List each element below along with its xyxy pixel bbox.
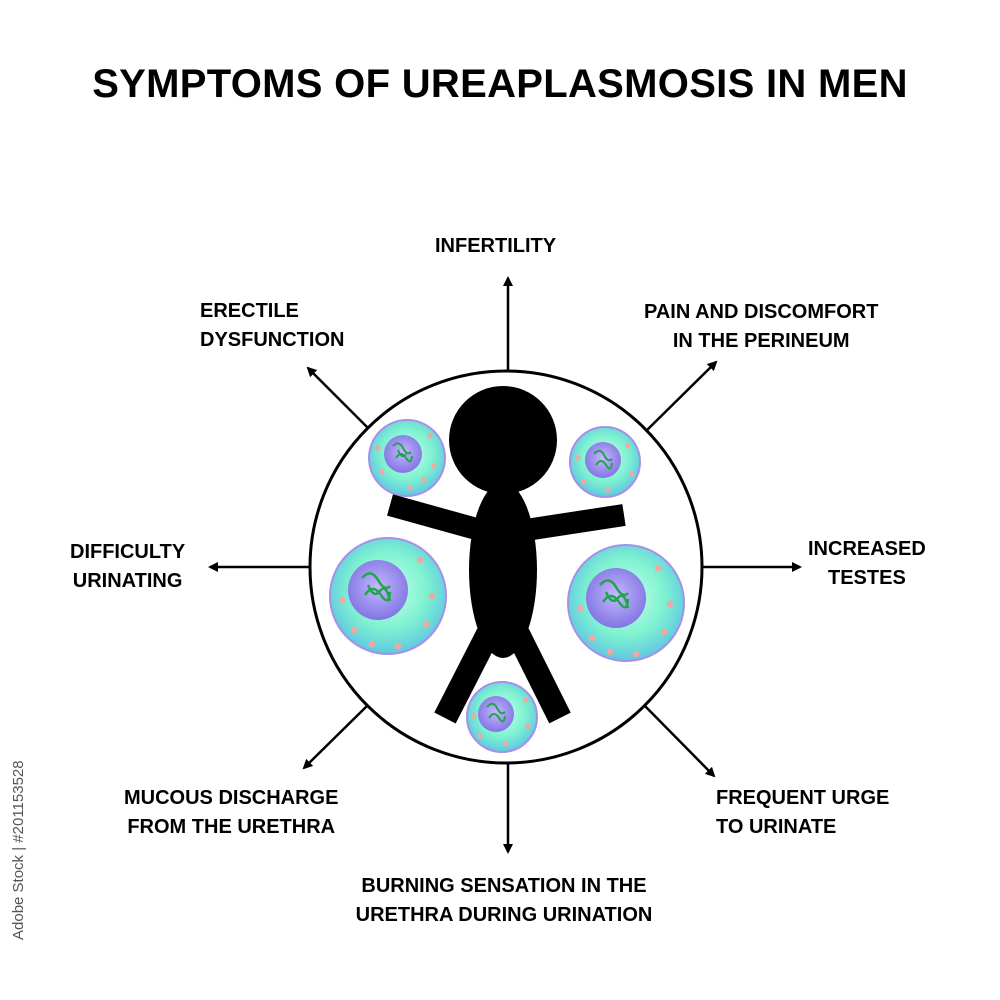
figure-head [449, 386, 557, 494]
symptom-burning-sensation: BURNING SENSATION IN THE URETHRA DURING … [355, 875, 653, 926]
arrow-top-right [643, 360, 718, 434]
symptom-frequent-urge: FREQUENT URGE TO URINATE [716, 787, 890, 838]
figure-right-arm [524, 504, 626, 541]
figure-left-leg [434, 624, 501, 724]
page-title: SYMPTOMS OF UREAPLASMOSIS IN MEN [92, 62, 908, 106]
cell-left [329, 537, 447, 655]
figure-right-leg [505, 624, 571, 724]
arrow-top-left [306, 366, 371, 431]
human-figure [387, 386, 626, 724]
stock-credit: Adobe Stock | #201153528 [10, 760, 27, 940]
arrows [208, 276, 802, 854]
symptom-infertility: INFERTILITY [435, 235, 557, 257]
cell-right [567, 544, 685, 662]
cell-top-right [569, 426, 641, 498]
arrow-bottom-right [643, 704, 716, 778]
arrow-bottom-left [302, 704, 369, 770]
cell-bottom [466, 681, 538, 753]
symptom-mucous-discharge: MUCOUS DISCHARGE FROM THE URETHRA [124, 787, 339, 838]
cell-top-left [368, 419, 446, 497]
figure-body [469, 482, 537, 658]
figure-left-arm [387, 494, 483, 541]
symptom-increased-testes: INCREASED TESTES [808, 538, 926, 589]
symptom-pain-perineum: PAIN AND DISCOMFORT IN THE PERINEUM [644, 301, 879, 352]
symptom-difficulty-urinating: DIFFICULTY URINATING [70, 541, 186, 592]
symptom-erectile-dysfunction: ERECTILE DYSFUNCTION [200, 300, 345, 351]
